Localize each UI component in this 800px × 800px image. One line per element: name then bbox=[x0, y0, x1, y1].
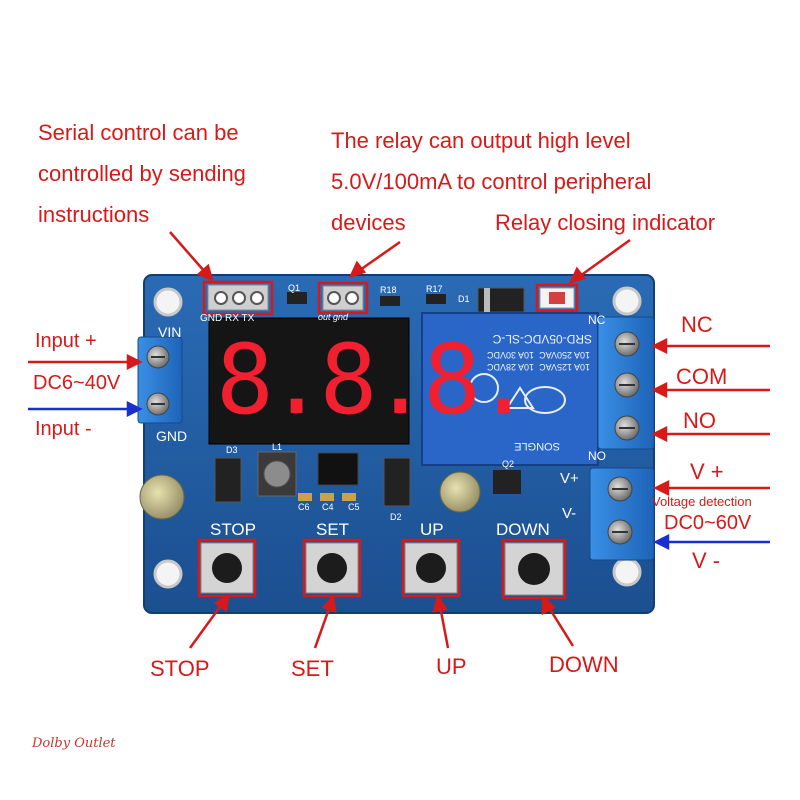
board-no: NO bbox=[588, 449, 606, 463]
transistor-q2 bbox=[493, 470, 521, 494]
relay-model: SRD-05VDC-SL-C bbox=[492, 332, 592, 346]
label-stop: STOP bbox=[150, 656, 210, 681]
watermark: Dolby Outlet bbox=[32, 736, 116, 751]
relay bbox=[421, 312, 599, 466]
label-input-plus: Input + bbox=[35, 330, 97, 352]
capacitor bbox=[439, 471, 481, 513]
annotation-relay-output-line: 5.0V/100mA to control peripheral bbox=[331, 169, 652, 194]
board-gnd: GND bbox=[156, 428, 188, 444]
ic-chip bbox=[317, 452, 359, 486]
label-set: SET bbox=[291, 656, 334, 681]
up-button-hw bbox=[401, 538, 461, 598]
board-vin: VIN bbox=[158, 324, 182, 340]
annotation-serial-line: instructions bbox=[38, 202, 150, 227]
annotation-relay-output-line: The relay can output high level bbox=[331, 128, 631, 153]
ref-c4: C4 bbox=[322, 502, 334, 512]
set-button-hw bbox=[302, 538, 362, 598]
display-digits: 8.8.8. bbox=[216, 324, 533, 436]
label-v-minus: V - bbox=[692, 548, 721, 573]
board-stop: STOP bbox=[210, 520, 256, 539]
board-out-header: out gnd bbox=[318, 312, 349, 322]
annotation-relay-output-line: devices bbox=[331, 210, 406, 235]
label-com: COM bbox=[676, 364, 728, 389]
diode-d2 bbox=[383, 457, 411, 507]
relay-rating-2: 10A 125VAC bbox=[539, 362, 590, 372]
ref-d2: D2 bbox=[390, 512, 402, 522]
annotation-serial-line: controlled by sending bbox=[38, 161, 246, 186]
diode-d3 bbox=[214, 457, 242, 503]
label-input-range: DC6~40V bbox=[33, 372, 121, 394]
label-no: NO bbox=[683, 408, 716, 433]
label-up: UP bbox=[436, 654, 467, 679]
annotation-serial: Serial control can be controlled by send… bbox=[38, 112, 246, 235]
label-nc: NC bbox=[681, 312, 713, 337]
ref-c5: C5 bbox=[348, 502, 360, 512]
mounting-hole bbox=[612, 557, 642, 587]
board-set: SET bbox=[316, 520, 350, 539]
annotation-relay-indicator: Relay closing indicator bbox=[495, 210, 716, 235]
label-v-plus: V + bbox=[690, 459, 724, 484]
capacitor bbox=[139, 474, 185, 520]
label-voltage-detection: Voltage detection bbox=[652, 494, 752, 509]
ref-c6: C6 bbox=[298, 502, 310, 512]
annotation-serial-line: Serial control can be bbox=[38, 120, 239, 145]
label-detect-range: DC0~60V bbox=[664, 512, 752, 534]
board-up: UP bbox=[420, 520, 444, 539]
mounting-hole bbox=[153, 559, 183, 589]
ref-q2: Q2 bbox=[502, 459, 515, 469]
relay-rating-1: 10A 250VAC bbox=[539, 350, 590, 360]
ref-l1: L1 bbox=[272, 442, 283, 452]
transistor-q1 bbox=[287, 292, 307, 304]
label-input-minus: Input - bbox=[35, 418, 92, 440]
ref-r18: R18 bbox=[380, 285, 397, 295]
annotation-relay-output: The relay can output high level 5.0V/100… bbox=[331, 120, 651, 243]
ref-q1: Q1 bbox=[288, 283, 301, 293]
relay-rating-3: 10A 30VDC bbox=[486, 350, 534, 360]
detect-terminal bbox=[589, 467, 655, 561]
ref-r17: R17 bbox=[426, 284, 443, 294]
mounting-hole bbox=[612, 286, 642, 316]
board-down: DOWN bbox=[496, 520, 550, 539]
ref-d3: D3 bbox=[226, 445, 238, 455]
stop-button-hw bbox=[197, 538, 257, 598]
relay-brand: SONGLE bbox=[514, 440, 560, 452]
seven-segment-display bbox=[208, 317, 410, 445]
relay-rating-4: 10A 28VDC bbox=[486, 362, 534, 372]
label-down: DOWN bbox=[549, 652, 619, 677]
down-button-hw bbox=[501, 538, 567, 600]
board-vminus: V- bbox=[562, 505, 577, 522]
board-nc: NC bbox=[588, 313, 606, 327]
mounting-hole bbox=[153, 287, 183, 317]
ref-d1: D1 bbox=[458, 294, 470, 304]
board-vplus: V+ bbox=[560, 470, 579, 487]
board-serial-header: GND RX TX bbox=[200, 313, 255, 324]
